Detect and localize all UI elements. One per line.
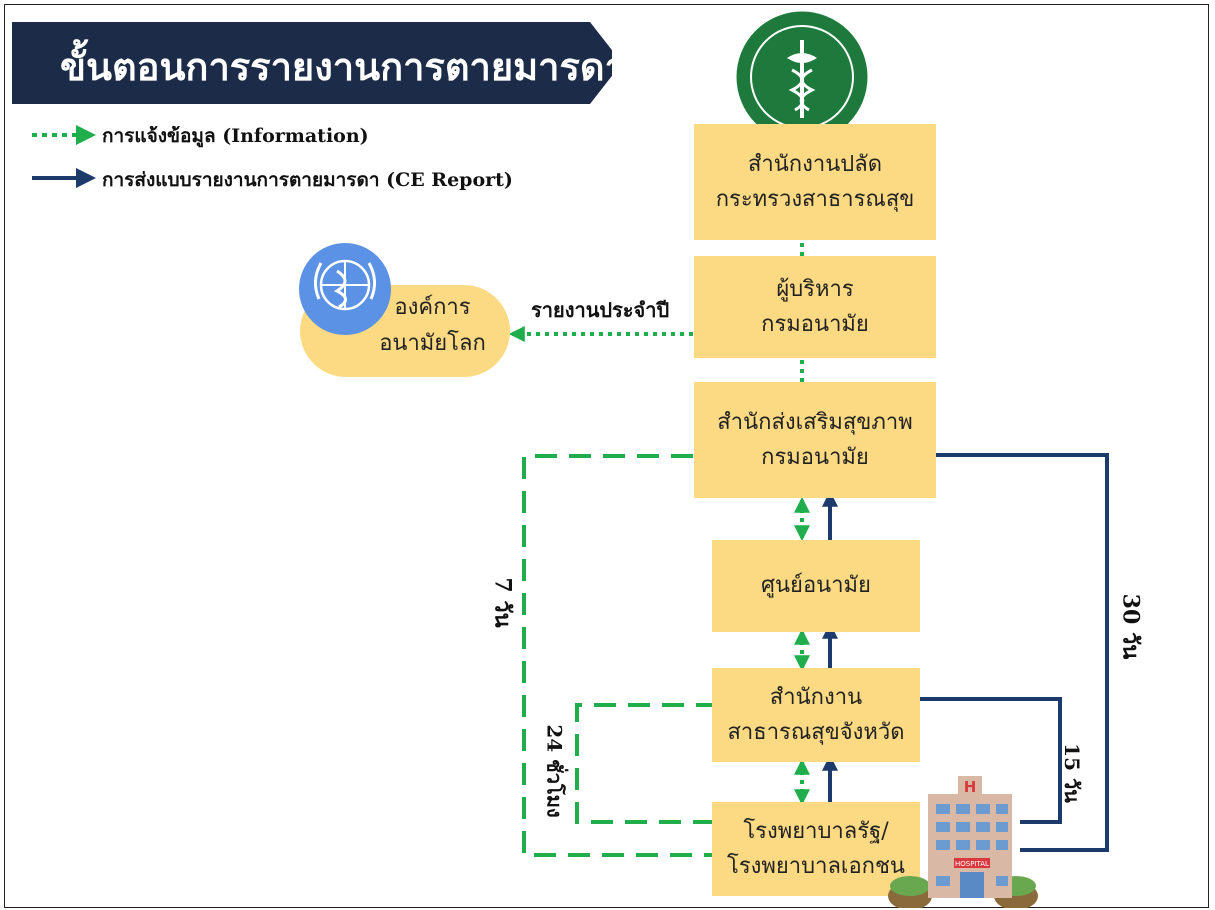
hospital-letter: H: [964, 778, 977, 796]
legend-ce-report-label: การส่งแบบรายงานการตายมารดา (CE Report): [102, 169, 513, 191]
diagram-frame: [4, 4, 1209, 908]
ministry-logo: [736, 11, 868, 143]
route-15-days: [920, 697, 1062, 824]
route-24-hours: [575, 703, 718, 824]
node-health-center-line1: ศูนย์อนามัย: [761, 573, 871, 599]
node-provincial-line2: สาธารณสุขจังหวัด: [727, 720, 905, 745]
label-15-days: 15 วัน: [1059, 743, 1084, 803]
node-health-center: ศูนย์อนามัย: [712, 540, 920, 632]
node-health-promotion: สำนักส่งเสริมสุขภาพ กรมอนามัย: [694, 382, 936, 498]
node-executive-line2: กรมอนามัย: [761, 312, 869, 337]
route-30-days: [936, 453, 1109, 852]
node-health-promotion-line1: สำนักส่งเสริมสุขภาพ: [717, 409, 913, 435]
node-ops-line1: สำนักงานปลัด: [747, 151, 882, 177]
legend-information-label: การแจ้งข้อมูล (Information): [102, 125, 369, 147]
node-provincial-office: สำนักงาน สาธารณสุขจังหวัด: [712, 668, 920, 762]
node-who-line2: อนามัยโลก: [379, 331, 486, 357]
node-ops: สำนักงานปลัด กระทรวงสาธารณสุข: [694, 124, 936, 240]
node-hospital-line2: โรงพยาบาลเอกชน: [727, 854, 905, 879]
node-who-line1: องค์การ: [394, 295, 471, 320]
label-7-days: 7 วัน: [489, 577, 516, 628]
label-24-hours: 24 ชั่วโมง: [542, 724, 567, 818]
node-hospital-line1: โรงพยาบาลรัฐ/: [743, 818, 889, 844]
hospital-icon: H HOSPITAL: [888, 776, 1038, 908]
label-annual-report: รายงานประจำปี: [531, 298, 670, 322]
node-who-label: องค์การ อนามัยโลก: [365, 290, 500, 363]
node-executive-line1: ผู้บริหาร: [776, 276, 854, 302]
node-hospital: โรงพยาบาลรัฐ/ โรงพยาบาลเอกชน: [712, 802, 920, 896]
title-banner: [12, 22, 612, 104]
node-ops-line2: กระทรวงสาธารณสุข: [715, 187, 915, 212]
node-provincial-line1: สำนักงาน: [769, 684, 863, 710]
hospital-sign: HOSPITAL: [955, 860, 989, 868]
page-title: ขั้นตอนการรายงานการตายมารดา: [60, 44, 626, 89]
node-executive: ผู้บริหาร กรมอนามัย: [694, 256, 936, 358]
label-30-days: 30 วัน: [1117, 593, 1144, 660]
route-7-days: [522, 454, 712, 857]
who-logo: [299, 243, 391, 335]
node-health-promotion-line2: กรมอนามัย: [761, 445, 869, 470]
